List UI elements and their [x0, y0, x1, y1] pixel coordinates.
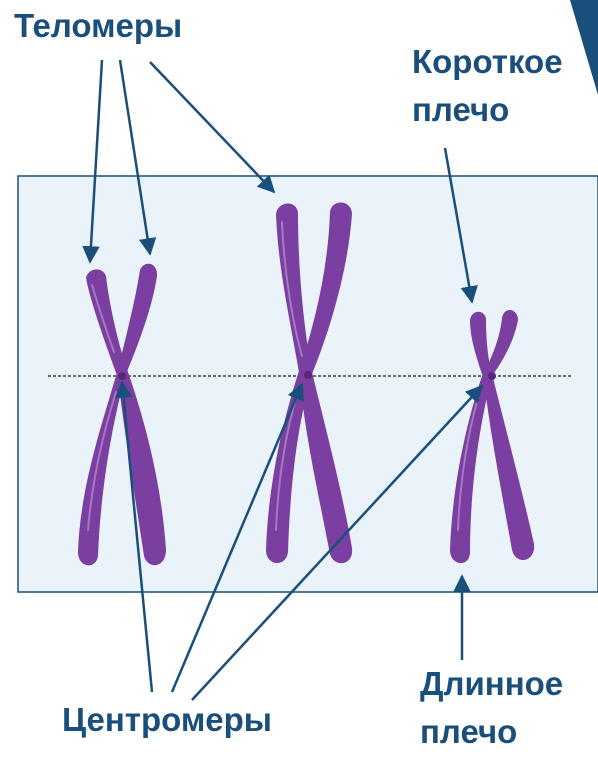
centromere-middle — [304, 371, 312, 379]
centromere-left — [118, 372, 126, 380]
short-arm-label-line1: Короткое — [412, 42, 563, 82]
telomeres-label: Теломеры — [14, 6, 182, 46]
centromeres-label: Центромеры — [62, 700, 272, 740]
long-arm-label-line1: Длинное — [420, 664, 563, 704]
centromere-right — [488, 372, 496, 380]
short-arm-label-line2: плечо — [412, 90, 509, 130]
long-arm-label-line2: плечо — [420, 712, 517, 752]
corner-decoration — [570, 0, 598, 95]
telomere-arrow-3 — [150, 62, 274, 192]
